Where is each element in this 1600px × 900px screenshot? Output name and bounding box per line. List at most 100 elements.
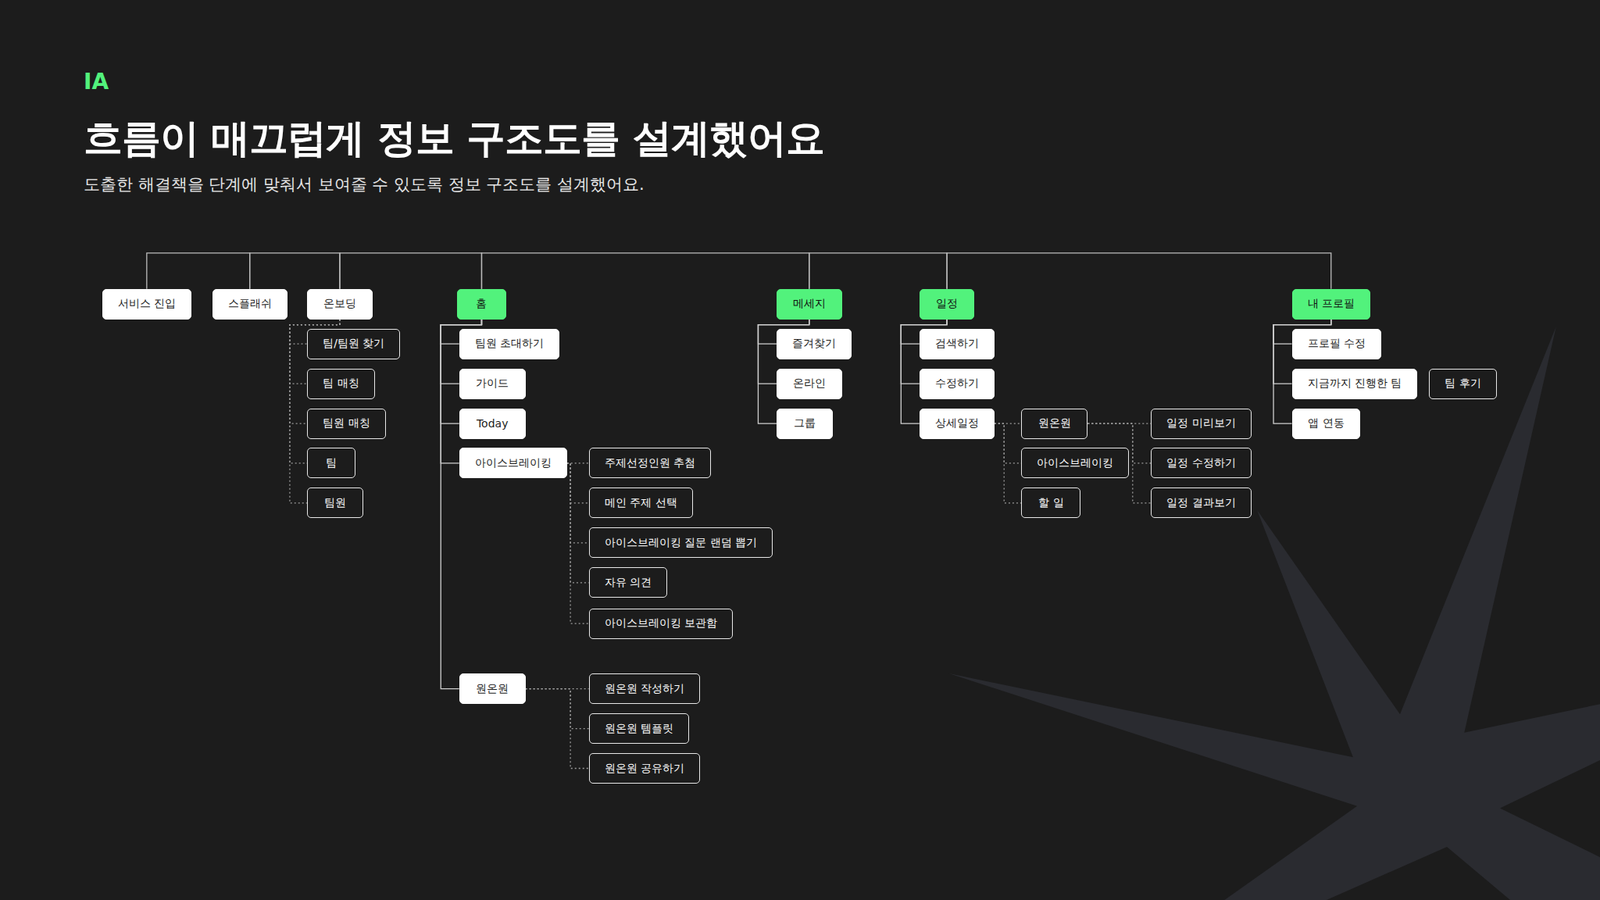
page-box: 수정하기 (919, 368, 995, 400)
tree-connector (809, 253, 947, 290)
box-label: 원온원 작성하기 (604, 682, 685, 697)
box-label: 아이스브레이킹 (1036, 456, 1114, 471)
box-label: 원온원 (475, 682, 509, 697)
box-label: 일정 수정하기 (1166, 456, 1236, 471)
box-label: 팀원 (324, 496, 347, 511)
star-shape (949, 326, 1600, 900)
box-label: 메세지 (792, 296, 826, 311)
tree-connector (146, 253, 250, 290)
box-label: 프로필 수정 (1307, 336, 1366, 351)
page-box: 검색하기 (919, 328, 995, 360)
detail-box: 팀 매칭 (307, 368, 375, 400)
box-label: 일정 결과보기 (1166, 496, 1236, 511)
page-box: 그룹 (776, 408, 833, 440)
tree-connector (525, 689, 590, 729)
box-label: 팀 (325, 456, 337, 471)
page-box: 팀원 초대하기 (459, 328, 560, 360)
page-box: 아이스브레이킹 (459, 447, 568, 479)
page-box: 가이드 (459, 368, 526, 400)
detail-box: 원온원 공유하기 (589, 753, 700, 784)
box-label: 아이스브레이킹 (475, 456, 552, 471)
tree-connector (567, 462, 590, 464)
box-label: 지금까지 진행한 팀 (1307, 376, 1403, 391)
detail-box: 일정 결과보기 (1150, 487, 1251, 518)
page-box: 온라인 (776, 368, 843, 400)
tree-connector (339, 253, 483, 290)
menu-box: 홈 (457, 289, 507, 320)
section-label: IA (83, 68, 109, 95)
detail-box: 팀원 (307, 487, 364, 518)
box-label: 온보딩 (323, 296, 357, 311)
detail-box: 아이스브레이킹 질문 랜덤 뽑기 (589, 527, 773, 558)
page-title: 흐름이 매끄럽게 정보 구조도를 설계했어요 (83, 112, 825, 165)
detail-box: 팀 후기 (1428, 368, 1498, 400)
box-label: 가이드 (475, 376, 509, 391)
detail-box: 할 일 (1021, 487, 1081, 518)
detail-box: 팀원 매칭 (307, 408, 386, 440)
detail-box: 팀/팀원 찾기 (307, 328, 400, 360)
box-label: 스플래쉬 (228, 296, 272, 311)
tree-connector (481, 253, 809, 290)
box-label: 일정 (935, 296, 958, 311)
page-box: 온보딩 (307, 289, 373, 320)
detail-box: 메인 주제 선택 (589, 487, 693, 518)
box-label: 아이스브레이킹 보관함 (604, 616, 718, 631)
menu-box: 일정 (919, 289, 975, 320)
menu-box: 메세지 (776, 289, 843, 320)
detail-box: 자유 의견 (589, 567, 668, 598)
box-label: 메인 주제 선택 (604, 496, 678, 511)
box-label: Today (476, 417, 509, 430)
box-label: 팀원 매칭 (322, 416, 370, 431)
box-label: 일정 미리보기 (1166, 416, 1236, 431)
page-box: 즐겨찾기 (776, 328, 852, 360)
box-label: 원온원 공유하기 (604, 761, 685, 776)
box-label: 온라인 (792, 376, 826, 391)
box-label: 검색하기 (935, 336, 979, 351)
page-box: 서비스 진입 (102, 289, 192, 320)
tree-connector (994, 423, 1022, 504)
page-caption: 도출한 해결책을 단계에 맞춰서 보여줄 수 있도록 정보 구조도를 설계했어요… (83, 173, 645, 196)
box-label: 상세일정 (935, 416, 979, 431)
tree-connector (567, 463, 590, 624)
box-label: 주제선정인원 추첨 (604, 456, 696, 471)
detail-box: 원온원 작성하기 (589, 673, 700, 704)
detail-box: 원온원 템플릿 (589, 713, 690, 744)
page-box: 원온원 (459, 673, 526, 704)
tree-connector (525, 689, 590, 769)
box-label: 원온원 (1038, 416, 1072, 431)
box-label: 즐겨찾기 (792, 336, 836, 351)
tree-connector (250, 253, 340, 290)
page-box: 프로필 수정 (1292, 328, 1382, 360)
box-label: 앱 연동 (1307, 416, 1344, 431)
box-label: 팀 매칭 (322, 376, 359, 391)
detail-box: 아이스브레이킹 보관함 (589, 608, 733, 640)
tree-connector (994, 423, 1022, 464)
detail-box: 아이스브레이킹 (1021, 447, 1129, 479)
box-label: 팀원 초대하기 (475, 336, 544, 351)
box-label: 원온원 템플릿 (604, 721, 674, 736)
tree-connector (946, 253, 1332, 290)
page-box: Today (459, 408, 526, 440)
page-box: 앱 연동 (1292, 408, 1361, 440)
box-label: 자유 의견 (604, 575, 652, 590)
detail-box: 일정 수정하기 (1150, 447, 1251, 479)
box-label: 할 일 (1038, 496, 1064, 511)
page-box: 지금까지 진행한 팀 (1292, 368, 1418, 400)
box-label: 서비스 진입 (117, 296, 176, 311)
box-label: 아이스브레이킹 질문 랜덤 뽑기 (604, 535, 758, 550)
box-label: 수정하기 (935, 376, 979, 391)
box-label: 팀 후기 (1444, 376, 1481, 391)
box-label: 홈 (475, 296, 487, 311)
box-label: 그룹 (793, 416, 816, 431)
box-label: 팀/팀원 찾기 (322, 336, 385, 351)
box-label: 내 프로필 (1307, 296, 1355, 311)
detail-box: 일정 미리보기 (1150, 408, 1251, 440)
detail-box: 주제선정인원 추첨 (589, 447, 711, 479)
detail-box: 원온원 (1021, 408, 1088, 440)
menu-box: 내 프로필 (1292, 289, 1371, 320)
tree-connector (567, 463, 590, 504)
page-box: 상세일정 (919, 408, 995, 440)
detail-box: 팀 (307, 447, 355, 479)
page-box: 스플래쉬 (212, 289, 288, 320)
